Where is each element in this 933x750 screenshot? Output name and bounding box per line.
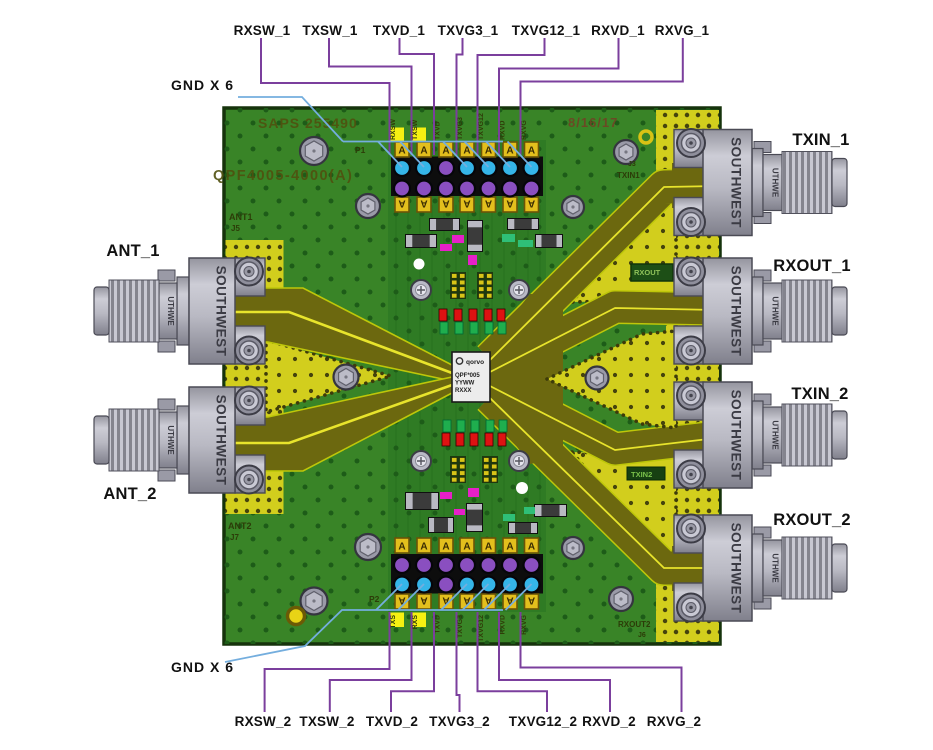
svg-text:A: A — [463, 198, 470, 209]
svg-text:SOUTHWEST: SOUTHWEST — [214, 395, 229, 486]
svg-text:A: A — [420, 542, 427, 553]
svg-text:RXVD_2: RXVD_2 — [582, 714, 636, 729]
svg-text:ANT2: ANT2 — [228, 521, 252, 531]
svg-text:qorvo: qorvo — [466, 359, 484, 366]
svg-text:TXVD_2: TXVD_2 — [366, 714, 418, 729]
svg-text:J6: J6 — [638, 632, 646, 639]
svg-text:UTHWE: UTHWE — [166, 296, 175, 326]
svg-text:A: A — [442, 542, 449, 553]
svg-text:TXVG12_2: TXVG12_2 — [509, 714, 577, 729]
svg-text:RXVD: RXVD — [500, 121, 507, 140]
svg-text:UTHWE: UTHWE — [771, 420, 780, 450]
svg-text:RXVG_2: RXVG_2 — [647, 714, 701, 729]
svg-text:A: A — [528, 198, 535, 209]
svg-text:QPF4005-4000(A): QPF4005-4000(A) — [213, 168, 353, 184]
svg-text:TXVG3: TXVG3 — [457, 117, 464, 140]
svg-text:A: A — [506, 146, 513, 157]
svg-text:A: A — [442, 198, 449, 209]
svg-text:TXS: TXS — [390, 615, 397, 629]
svg-text:A: A — [485, 595, 492, 606]
svg-text:RXSW_1: RXSW_1 — [234, 23, 291, 38]
svg-text:YYWW: YYWW — [455, 381, 475, 387]
svg-text:SOUTHWEST: SOUTHWEST — [729, 523, 744, 614]
svg-text:TXVD: TXVD — [435, 121, 442, 140]
svg-text:TXSW: TXSW — [412, 119, 419, 140]
svg-text:ANT_2: ANT_2 — [103, 485, 156, 503]
svg-text:SAPS 255490: SAPS 255490 — [258, 115, 358, 131]
svg-text:UTHWE: UTHWE — [166, 425, 175, 455]
svg-text:SOUTHWEST: SOUTHWEST — [214, 266, 229, 357]
svg-text:QPF*005: QPF*005 — [455, 373, 480, 379]
svg-text:TXVG12: TXVG12 — [478, 615, 485, 642]
svg-text:UTHWE: UTHWE — [771, 168, 780, 198]
svg-text:A: A — [506, 198, 513, 209]
svg-text:A: A — [528, 542, 535, 553]
svg-text:A: A — [528, 146, 535, 157]
svg-text:A: A — [463, 595, 470, 606]
svg-text:RXOUT_1: RXOUT_1 — [773, 257, 851, 275]
svg-text:A: A — [485, 146, 492, 157]
svg-text:UTHWE: UTHWE — [771, 296, 780, 326]
svg-text:A: A — [485, 542, 492, 553]
svg-text:TXVG3_2: TXVG3_2 — [429, 714, 490, 729]
svg-text:J7: J7 — [230, 533, 239, 542]
svg-text:A: A — [398, 146, 405, 157]
svg-text:RXOUT_2: RXOUT_2 — [773, 511, 851, 529]
svg-text:TXVG3_1: TXVG3_1 — [438, 23, 499, 38]
svg-text:RXOUT2: RXOUT2 — [618, 620, 651, 629]
svg-text:A: A — [398, 542, 405, 553]
svg-text:TXIN1: TXIN1 — [617, 171, 640, 180]
svg-text:RXVG_1: RXVG_1 — [655, 23, 710, 38]
svg-text:8/16/17: 8/16/17 — [568, 115, 618, 130]
svg-text:A: A — [420, 595, 427, 606]
svg-text:TXIN_1: TXIN_1 — [792, 131, 849, 149]
svg-text:A: A — [420, 198, 427, 209]
svg-text:SOUTHWEST: SOUTHWEST — [729, 137, 744, 228]
svg-text:TXSW_1: TXSW_1 — [302, 23, 358, 38]
svg-text:TXVD: TXVD — [435, 615, 442, 634]
svg-text:RXOUT: RXOUT — [634, 268, 661, 277]
svg-text:TXVD_1: TXVD_1 — [373, 23, 426, 38]
svg-text:RXVD: RXVD — [500, 615, 507, 634]
svg-text:P2: P2 — [369, 594, 380, 604]
svg-text:TXSW_2: TXSW_2 — [299, 714, 354, 729]
svg-text:TXVG12: TXVG12 — [478, 113, 485, 140]
svg-text:P1: P1 — [355, 145, 366, 155]
svg-text:UTHWE: UTHWE — [771, 553, 780, 583]
svg-text:A: A — [398, 198, 405, 209]
svg-text:J5: J5 — [231, 224, 240, 233]
svg-text:RXVG: RXVG — [521, 614, 528, 634]
svg-text:TXVG12_1: TXVG12_1 — [512, 23, 581, 38]
svg-text:SOUTHWEST: SOUTHWEST — [729, 390, 744, 481]
svg-text:A: A — [442, 595, 449, 606]
svg-text:A: A — [463, 542, 470, 553]
svg-text:RXVD_1: RXVD_1 — [591, 23, 645, 38]
svg-text:A: A — [420, 146, 427, 157]
svg-text:A: A — [506, 595, 513, 606]
svg-text:RXS: RXS — [412, 615, 419, 630]
svg-text:A: A — [463, 146, 470, 157]
svg-text:ANT_1: ANT_1 — [106, 242, 159, 260]
svg-text:A: A — [528, 595, 535, 606]
svg-text:SOUTHWEST: SOUTHWEST — [729, 266, 744, 357]
svg-text:A: A — [398, 595, 405, 606]
svg-text:J3: J3 — [628, 161, 636, 168]
svg-text:RXXX: RXXX — [455, 388, 471, 394]
svg-text:A: A — [485, 198, 492, 209]
svg-text:TXIN_2: TXIN_2 — [791, 385, 848, 403]
svg-text:RXVG: RXVG — [521, 120, 528, 140]
svg-text:ANT1: ANT1 — [229, 212, 253, 222]
svg-text:A: A — [442, 146, 449, 157]
svg-text:TXIN2: TXIN2 — [631, 470, 652, 479]
svg-text:GND X 6: GND X 6 — [171, 77, 234, 93]
svg-text:GND X 6: GND X 6 — [171, 659, 234, 675]
svg-text:TXVG3: TXVG3 — [457, 615, 464, 638]
svg-text:RXSW_2: RXSW_2 — [235, 714, 292, 729]
svg-text:A: A — [506, 542, 513, 553]
svg-text:RXSW: RXSW — [390, 119, 397, 140]
